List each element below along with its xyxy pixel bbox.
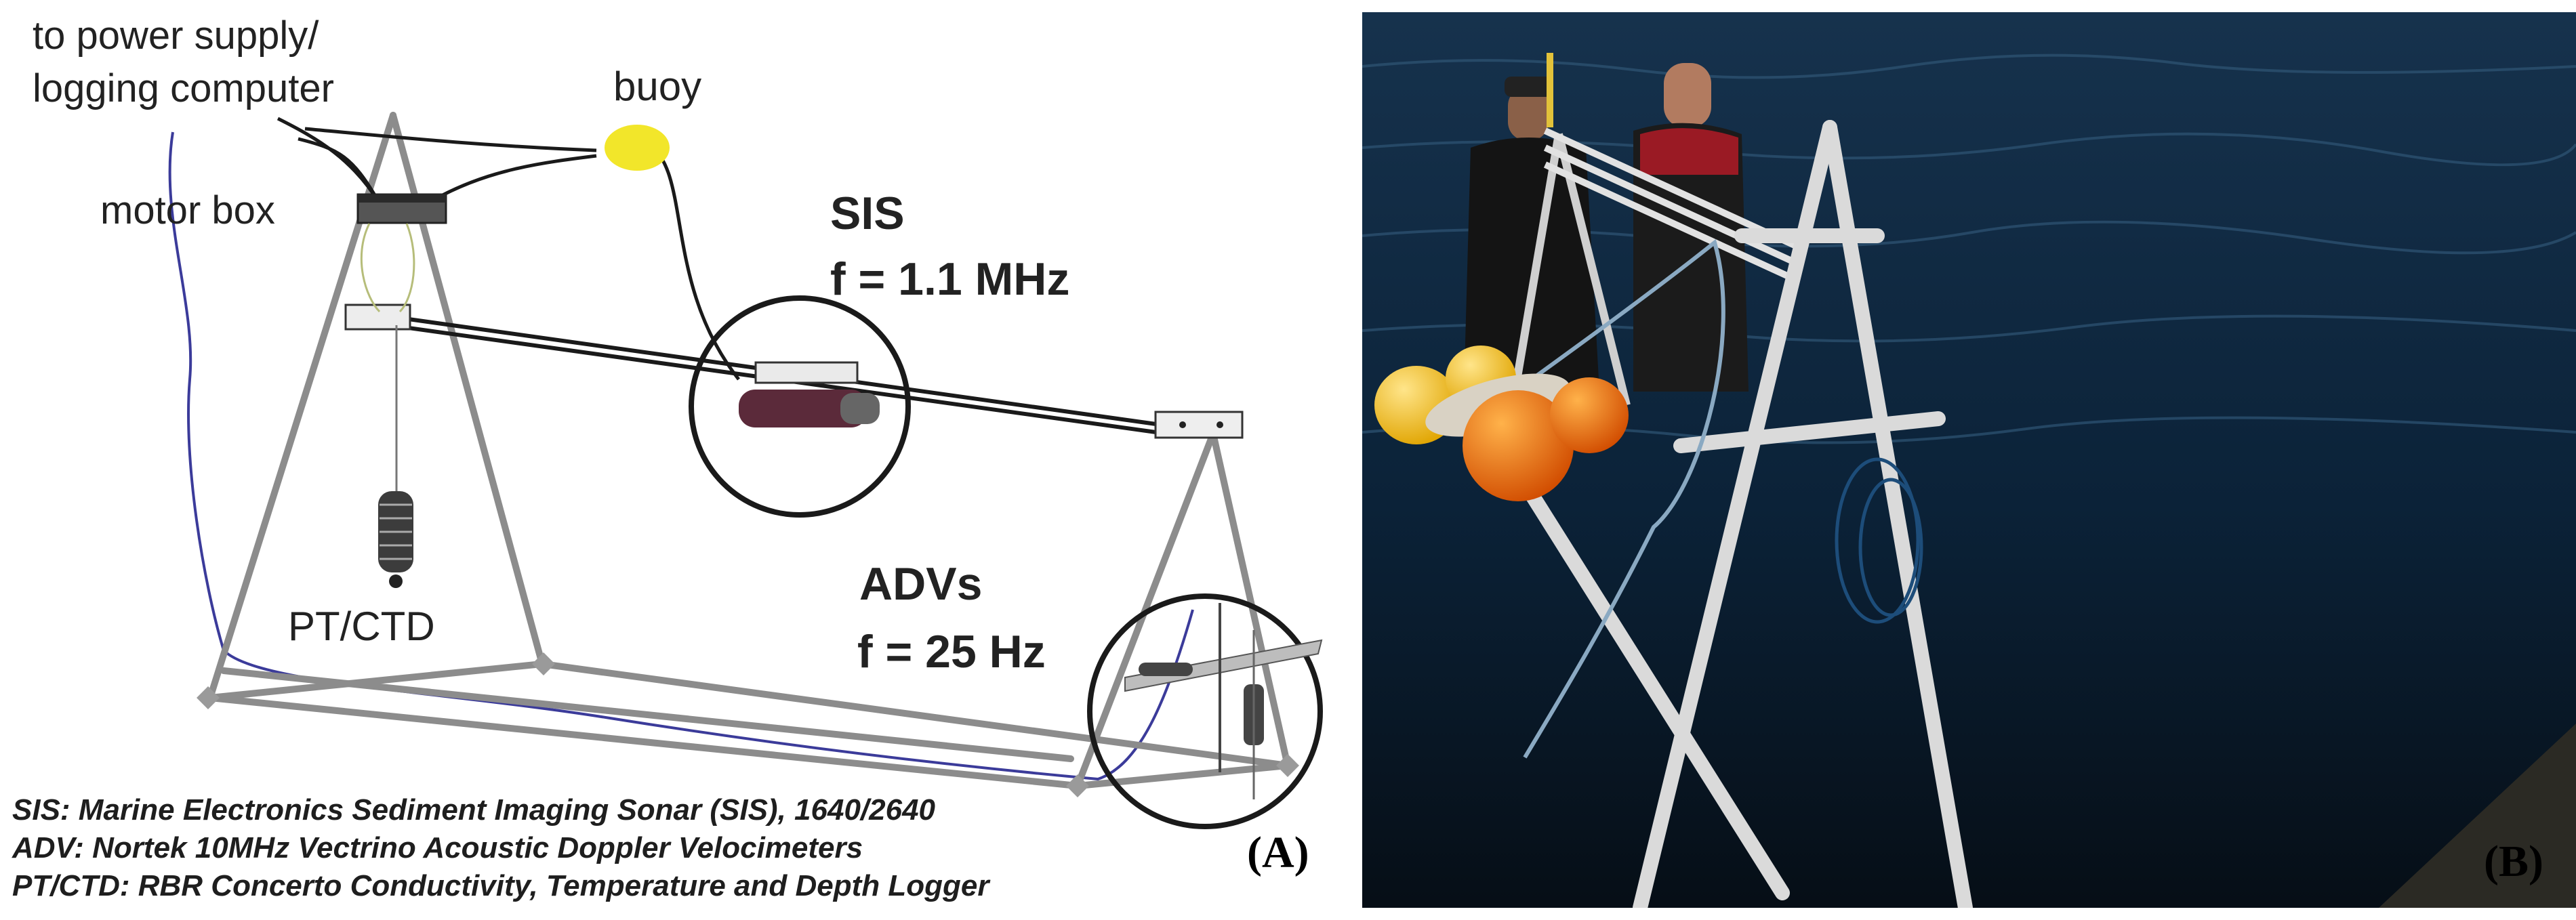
buoy-label: buoy xyxy=(613,64,701,109)
legend-pt-ctd: PT/CTD: RBR Concerto Conductivity, Tempe… xyxy=(12,869,991,902)
adv-highlight-circle xyxy=(1090,596,1320,827)
advs-frequency: f = 25 Hz xyxy=(857,626,1046,677)
sis-frequency: f = 1.1 MHz xyxy=(830,253,1069,305)
panel-b-tag: (B) xyxy=(2484,837,2543,886)
pt-ctd-label: PT/CTD xyxy=(288,604,435,649)
panel-a-tag: (A) xyxy=(1247,828,1309,877)
advs-title: ADVs xyxy=(859,558,982,610)
motor-box-label: motor box xyxy=(100,188,275,232)
power-supply-label-line1: to power supply/ xyxy=(33,14,319,58)
pt-ctd-sensor xyxy=(378,325,413,588)
legend-sis: SIS: Marine Electronics Sediment Imaging… xyxy=(12,793,936,827)
motor-box xyxy=(358,194,446,223)
drive-strings xyxy=(361,224,414,312)
buoy-icon xyxy=(605,125,670,171)
schematic-panel: to power supply/ logging computer buoy m… xyxy=(0,0,1342,920)
sis-sonar xyxy=(739,362,880,427)
field-photo: (B) xyxy=(1362,12,2576,908)
sis-title: SIS xyxy=(830,188,905,239)
legend-adv: ADV: Nortek 10MHz Vectrino Acoustic Dopp… xyxy=(12,831,863,864)
power-supply-label-line2: logging computer xyxy=(33,66,334,110)
